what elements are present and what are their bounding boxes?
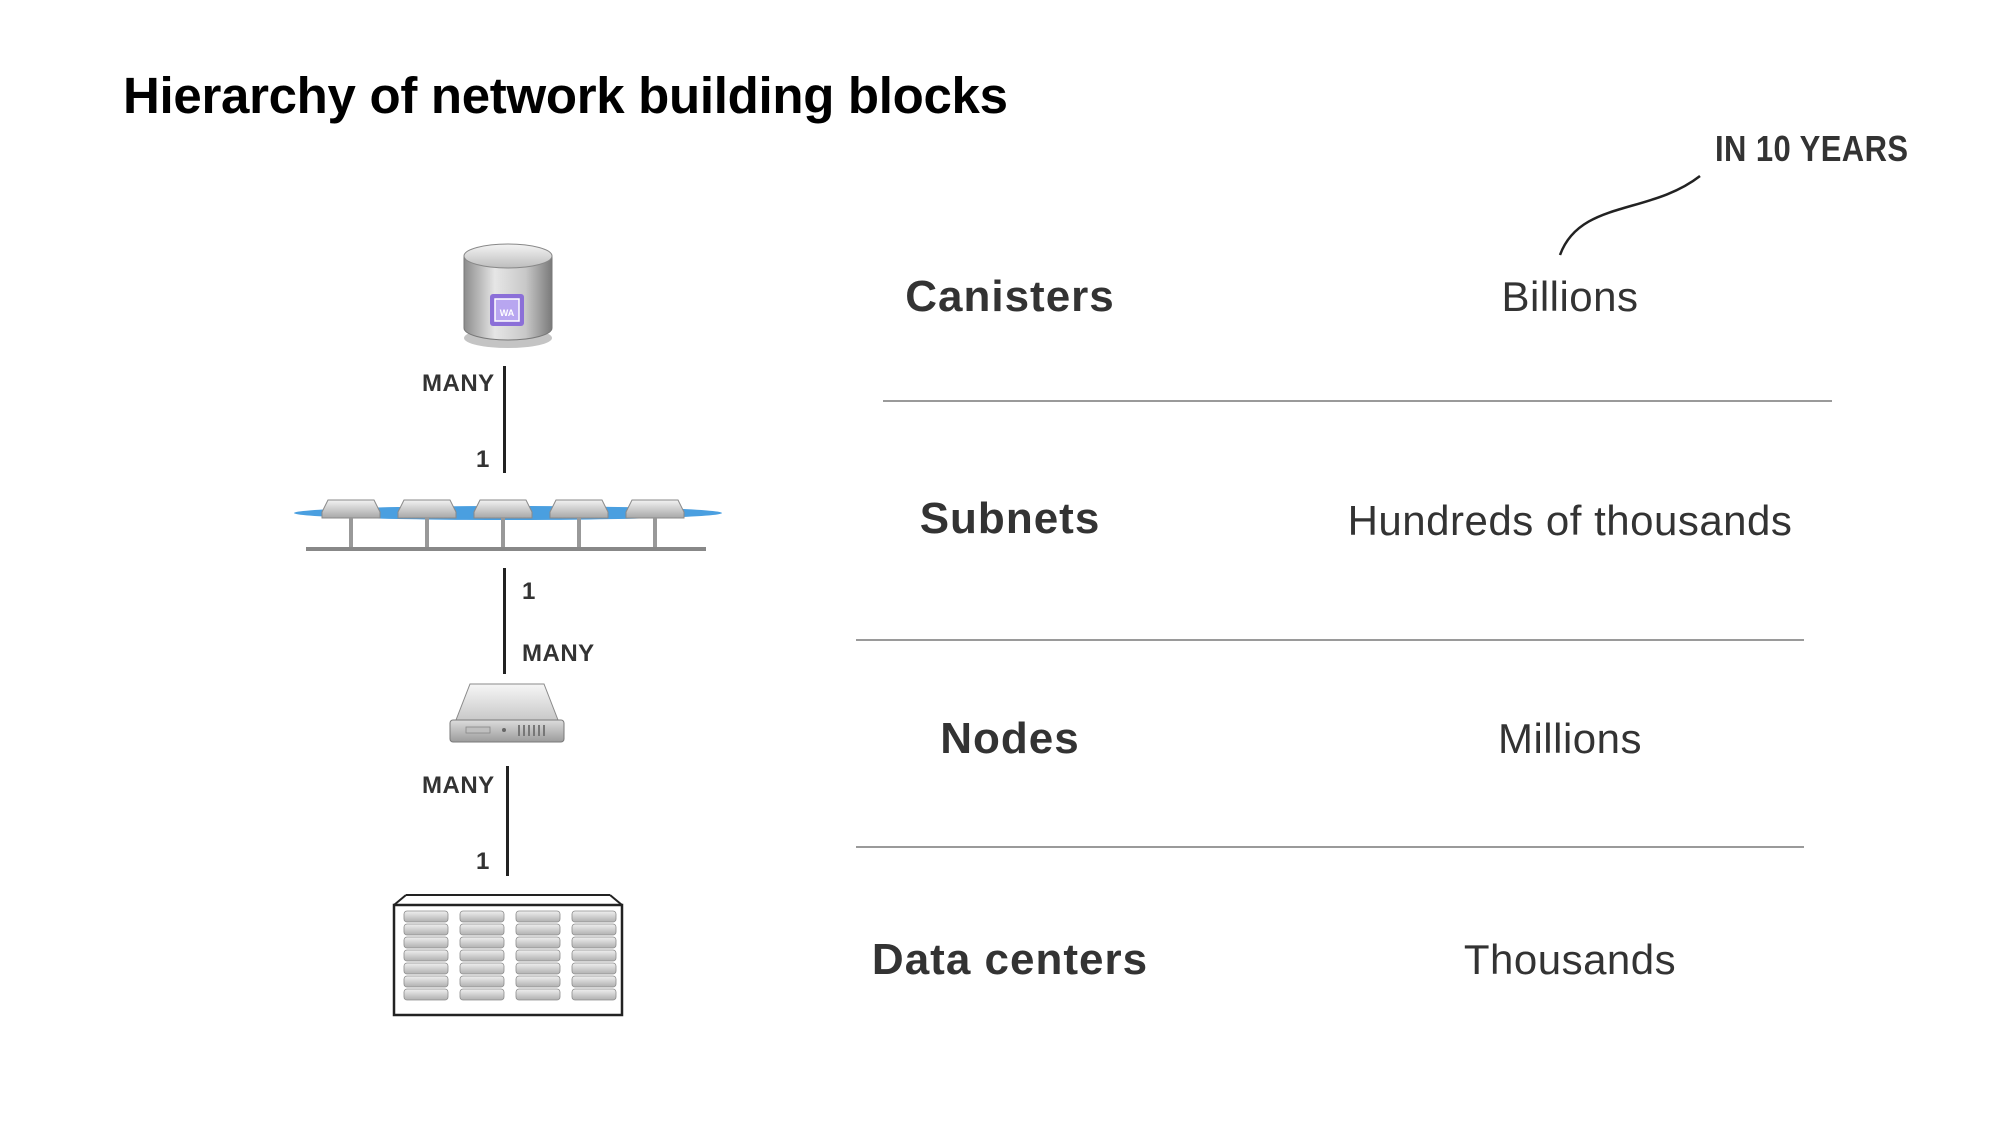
level-name-subnets: Subnets [919, 494, 1101, 543]
level-count-canisters: Billions [1501, 273, 1639, 320]
level-count-nodes: Millions [1497, 715, 1643, 762]
level-name-canisters: Canisters [905, 272, 1115, 321]
link-line-canister-subnet [503, 366, 506, 473]
horizon-label: IN 10 YEARS [1715, 128, 1909, 169]
canister-badge-text: WA [500, 308, 515, 318]
cardinality-label: MANY [522, 640, 595, 667]
row-separator [856, 846, 1804, 848]
cardinality-label: 1 [522, 578, 536, 605]
level-name-nodes: Nodes [940, 714, 1080, 763]
row-separator [856, 639, 1804, 641]
level-count-data-centers: Thousands [1463, 936, 1677, 983]
level-name-data-centers: Data centers [871, 935, 1149, 984]
cardinality-label: MANY [422, 772, 495, 799]
cardinality-label: 1 [476, 848, 490, 875]
network-subnet-icon [294, 499, 722, 551]
link-line-subnet-node [503, 568, 506, 674]
page-title: Hierarchy of network building blocks [123, 67, 1008, 124]
server-node-icon [449, 683, 565, 743]
link-line-node-datacenter [506, 766, 509, 876]
level-count-subnets: Hundreds of thousands [1347, 497, 1793, 544]
cardinality-label: 1 [476, 446, 490, 473]
database-cylinder-icon: WA [463, 243, 553, 348]
data-center-rack-icon [392, 894, 624, 1017]
row-separator [883, 400, 1832, 402]
cardinality-label: MANY [422, 370, 495, 397]
